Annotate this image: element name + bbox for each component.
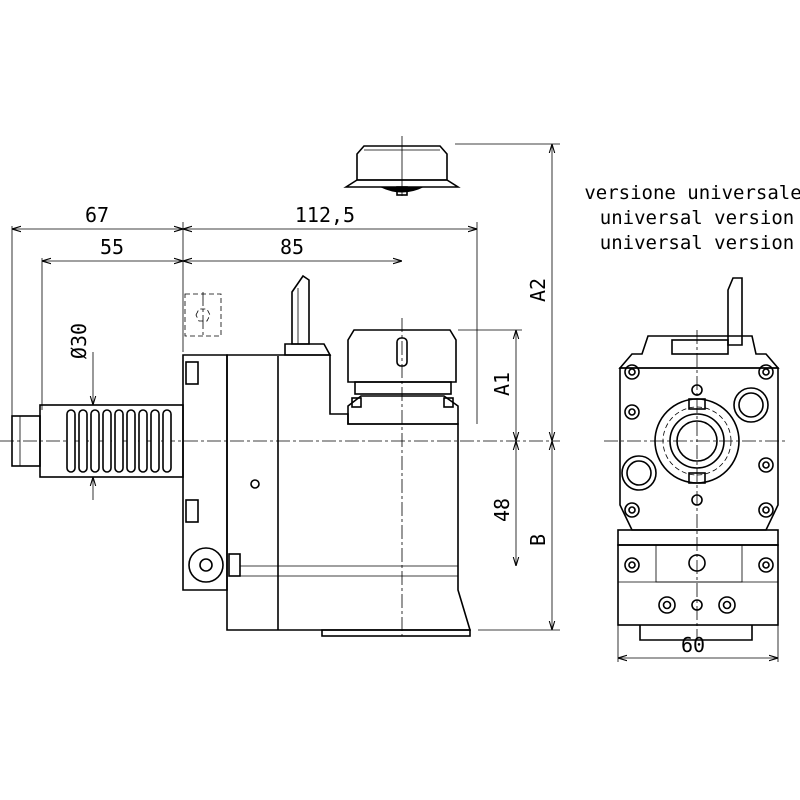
dim-dia30: Ø30	[67, 323, 91, 359]
front-spindle-ring	[669, 413, 725, 469]
worm-gear	[66, 409, 172, 473]
front-adjust-ring-inner	[738, 392, 764, 418]
front-housing	[619, 367, 779, 531]
dim-112-5: 112,5	[295, 203, 355, 227]
front-adjust-ring	[733, 387, 769, 423]
flange-screw-hole	[199, 558, 213, 572]
coolant-pin	[291, 274, 310, 345]
front-spindle-key	[688, 398, 706, 410]
flange-tab	[185, 499, 199, 523]
collet-key	[351, 397, 362, 408]
dim-a2: A2	[526, 278, 550, 302]
collet-slot	[396, 337, 408, 367]
dim-85: 85	[280, 235, 304, 259]
front-top-rail	[618, 335, 780, 369]
note-universal-version: universal version	[600, 207, 794, 229]
note-versione-universale: versione universale	[584, 182, 800, 204]
front-coolant-pin	[727, 277, 743, 346]
front-view: versione universale universal version un…	[584, 182, 800, 662]
flange-lug	[228, 553, 241, 577]
front-base	[617, 544, 779, 626]
dim-a1: A1	[490, 372, 514, 396]
front-corner-screws	[624, 364, 774, 573]
front-spindle-teeth	[662, 406, 732, 476]
side-view: 67 112,5 55 85 Ø30 A1 48 A2 B	[0, 136, 560, 637]
front-base-band	[617, 529, 779, 546]
front-base-foot	[639, 625, 753, 641]
dim-48: 48	[490, 498, 514, 522]
collet-ring	[354, 381, 452, 395]
hidden-screw-hex	[195, 308, 211, 322]
front-bottom-screws	[658, 554, 736, 614]
dim-67: 67	[85, 203, 109, 227]
body-hole	[250, 479, 260, 489]
flange-tab	[185, 361, 199, 385]
front-spindle-bore	[676, 420, 718, 462]
front-top-block	[671, 339, 729, 355]
front-base-slot	[655, 545, 743, 583]
front-spindle-key	[688, 472, 706, 484]
dim-60: 60	[681, 633, 705, 657]
dim-b: B	[526, 534, 550, 546]
coolant-pin-base	[284, 343, 332, 356]
note-universal-version: universal version	[600, 232, 794, 254]
base-foot	[321, 629, 471, 637]
collet-top-view	[343, 136, 461, 196]
front-adjust-ring	[621, 455, 657, 491]
collet-key	[443, 397, 454, 408]
dim-55: 55	[100, 235, 124, 259]
front-adjust-ring-inner	[626, 460, 652, 486]
collet-seat	[347, 395, 459, 425]
collet-nut	[347, 329, 457, 383]
flange-screw	[188, 547, 224, 583]
hidden-screw	[184, 293, 222, 337]
